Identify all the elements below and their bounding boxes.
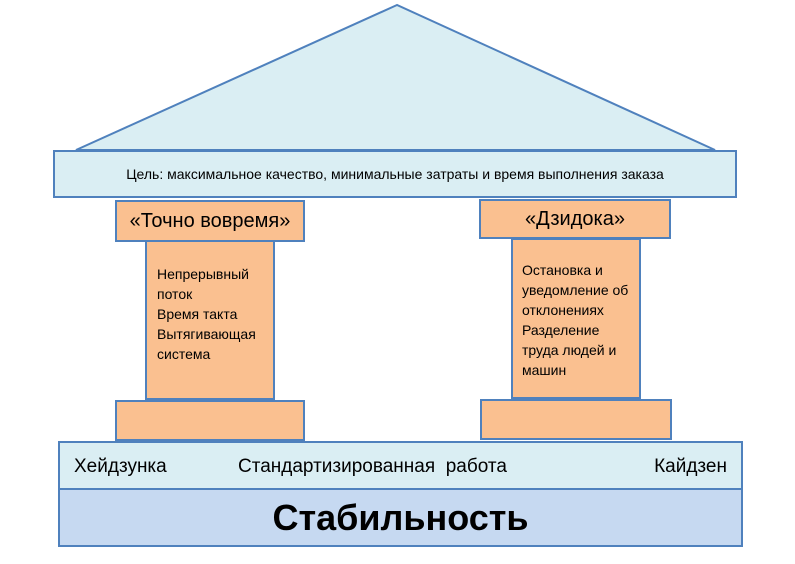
pillar-right-shaft: Остановка и уведомление об отклонениях Р… <box>511 238 641 399</box>
pillar-right-base <box>480 399 672 440</box>
goal-text: Цель: максимальное качество, минимальные… <box>126 166 664 182</box>
pillar-right-capital: «Дзидока» <box>479 199 671 239</box>
foundation-right-label: Кайдзен <box>654 456 727 477</box>
pillar-right-title: «Дзидока» <box>525 207 625 230</box>
pillar-left-capital: «Точно вовремя» <box>115 200 305 242</box>
pillar-left-shaft: Непрерывный поток Время такта Вытягивающ… <box>145 240 275 400</box>
goal-banner: Цель: максимальное качество, минимальные… <box>53 150 737 198</box>
pillar-left-title: «Точно вовремя» <box>129 209 291 232</box>
foundation-base-label: Стабильность <box>272 496 529 538</box>
foundation-base: Стабильность <box>58 488 743 547</box>
roof-triangle <box>75 3 716 151</box>
foundation-practices: Хейдзунка Стандартизированная работа Кай… <box>58 441 743 490</box>
foundation-center-label: Стандартизированная работа <box>238 456 507 477</box>
foundation-left-label: Хейдзунка <box>74 456 167 477</box>
pillar-left-base <box>115 400 305 441</box>
